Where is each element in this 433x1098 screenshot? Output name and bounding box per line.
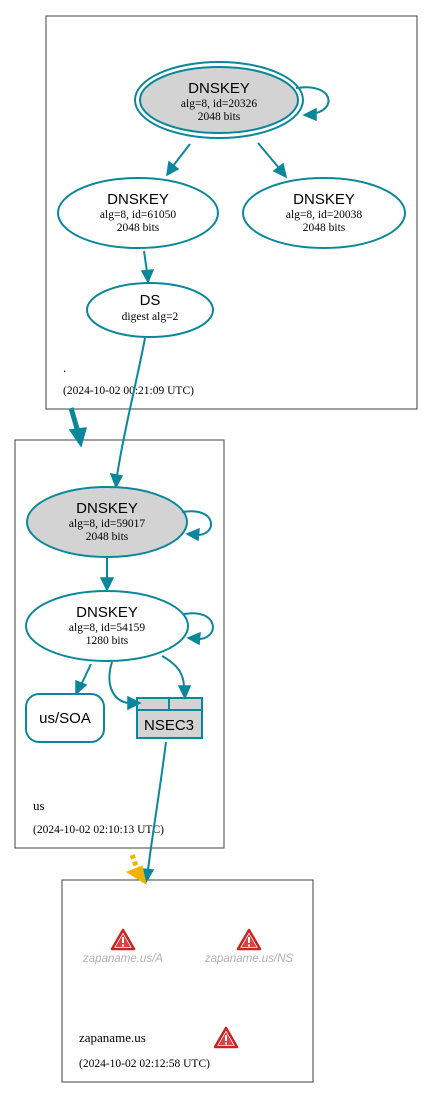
us-ksk-self-loop-arrow (185, 527, 200, 542)
edge-us-zsk-nsec3-a-arrow (127, 695, 142, 711)
edge-zsk1-ds-arrow (140, 269, 155, 284)
root-zsk2-bits: 2048 bits (303, 222, 346, 234)
delegation-root-us (68, 407, 81, 433)
root-ksk-self-loop-arrow (302, 107, 317, 122)
us-ksk-node[interactable]: DNSKEY alg=8, id=59017 2048 bits (26, 486, 188, 558)
delegation-root-us-arrow (68, 427, 88, 448)
root-zsk1-detail: alg=8, id=61050 (100, 209, 176, 221)
zapaname-zone-box (61, 879, 314, 1083)
edge-us-zsk-nsec3-b (161, 655, 185, 689)
zapaname-ns-node[interactable]: zapaname.us/NS (204, 928, 294, 965)
edge-us-zsk-soa (80, 663, 92, 686)
root-zone-name: . (63, 360, 66, 375)
us-ksk-bits: 2048 bits (86, 531, 129, 543)
root-ds-node[interactable]: DS digest alg=2 (86, 282, 214, 338)
root-zsk2-node[interactable]: DNSKEY alg=8, id=20038 2048 bits (242, 177, 406, 249)
us-zsk-node[interactable]: DNSKEY alg=8, id=54159 1280 bits (25, 590, 189, 662)
us-zsk-self-loop-arrow (186, 631, 201, 646)
root-zsk1-bits: 2048 bits (117, 222, 160, 234)
edge-nsec3-zapaname (147, 741, 167, 871)
root-zsk1-type: DNSKEY (107, 191, 169, 208)
edge-zsk1-ds (143, 250, 148, 273)
zapaname-zone-timestamp: (2024-10-02 02:12:58 UTC) (79, 1058, 210, 1070)
zapaname-a-label: zapaname.us/A (82, 953, 163, 965)
us-zsk-bits: 1280 bits (86, 635, 129, 647)
root-ds-detail: digest alg=2 (122, 311, 179, 323)
us-soa-node[interactable]: us/SOA (25, 693, 105, 743)
zapaname-zone-name: zapaname.us (79, 1030, 146, 1045)
edge-us-zsk-soa-arrow (75, 679, 88, 696)
us-ksk-type: DNSKEY (76, 500, 138, 517)
zapaname-a-node[interactable]: zapaname.us/A (82, 928, 163, 965)
us-soa-label: us/SOA (39, 710, 91, 727)
edge-us-zsk-nsec3-b-arrow (177, 685, 192, 700)
edge-ds-us-ksk (116, 337, 146, 477)
edge-us-zsk-nsec3-a (108, 661, 131, 704)
edge-root-ksk-zsk2 (257, 142, 280, 169)
us-ksk-self-loop (181, 510, 212, 537)
root-zsk1-node[interactable]: DNSKEY alg=8, id=61050 2048 bits (57, 177, 219, 249)
us-zone-timestamp: (2024-10-02 02:10:13 UTC) (33, 824, 164, 836)
us-nsec3-label: NSEC3 (144, 717, 194, 734)
zapaname-ns-label: zapaname.us/NS (204, 953, 294, 965)
us-zsk-self-loop (183, 612, 214, 641)
edge-root-ksk-zsk1-arrow (166, 160, 180, 177)
edge-root-ksk-zsk1 (172, 143, 191, 167)
root-ksk-node[interactable]: DNSKEY alg=8, id=20326 2048 bits (134, 61, 304, 139)
us-nsec3-node[interactable]: NSEC3 (136, 697, 203, 739)
root-ds-type: DS (140, 292, 161, 309)
root-ksk-bits: 2048 bits (198, 111, 241, 123)
root-zsk2-type: DNSKEY (293, 191, 355, 208)
us-zsk-detail: alg=8, id=54159 (69, 622, 145, 634)
delegation-us-zapaname-arrow (125, 865, 147, 886)
edge-ds-us-ksk-arrow (109, 473, 124, 489)
us-ksk-detail: alg=8, id=59017 (69, 518, 145, 530)
us-zsk-type: DNSKEY (76, 604, 138, 621)
edge-root-ksk-zsk2-arrow (272, 162, 288, 179)
us-zone-name: us (33, 798, 45, 813)
edge-us-ksk-zsk-arrow (99, 577, 115, 592)
root-ksk-self-loop (295, 86, 330, 115)
root-ksk-detail: alg=8, id=20326 (181, 98, 257, 110)
delegation-us-zapaname (129, 854, 139, 867)
root-ksk-type: DNSKEY (188, 80, 250, 97)
root-zone-timestamp: (2024-10-02 00:21:09 UTC) (63, 385, 194, 397)
root-zsk2-detail: alg=8, id=20038 (286, 209, 362, 221)
